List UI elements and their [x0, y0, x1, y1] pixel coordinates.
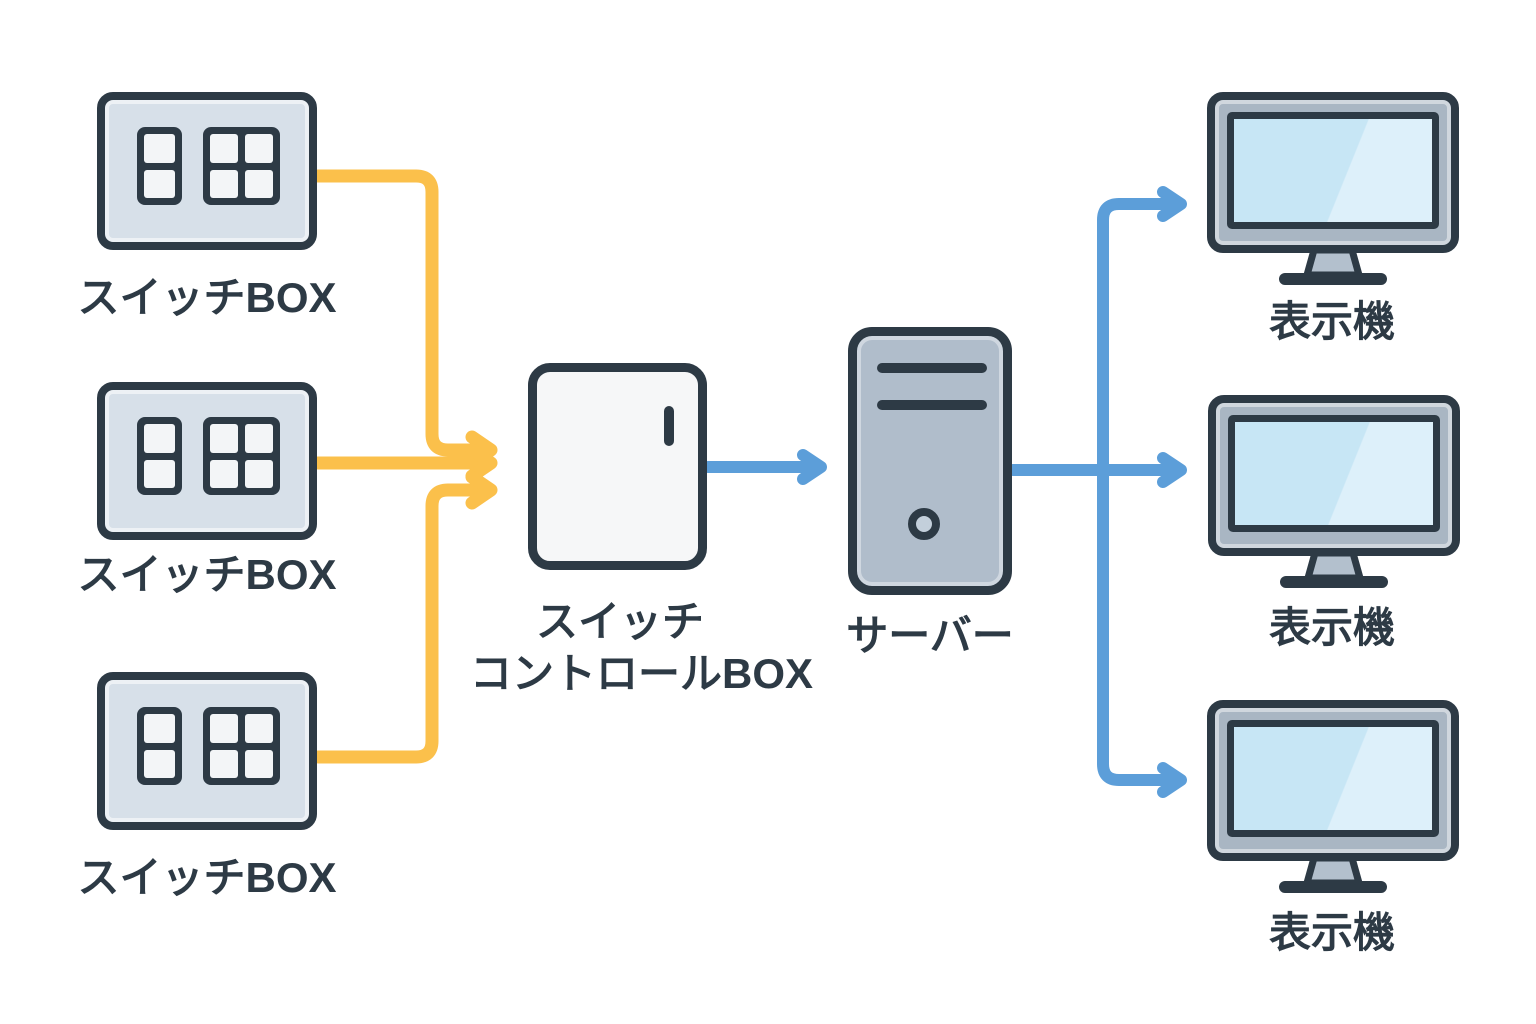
switch-cell — [144, 169, 175, 198]
arrow-server-to-display3 — [1097, 462, 1187, 798]
switch-panel-2cell-icon — [137, 417, 182, 495]
display-2-icon — [1208, 395, 1460, 556]
control-box-icon — [528, 363, 707, 570]
switch-cell — [210, 169, 238, 198]
switch-cell — [245, 134, 273, 163]
switch-cell — [210, 749, 238, 778]
server-icon — [848, 327, 1012, 595]
control-box-label-line2: コントロールBOX — [470, 650, 814, 697]
switch-box-1-icon — [97, 92, 317, 250]
switch-cell — [210, 134, 238, 163]
switch-cell — [245, 749, 273, 778]
switch-box-1-label: スイッチBOX — [77, 274, 337, 321]
display-1-label: 表示機 — [1268, 298, 1395, 345]
display-1-stand-icon — [1279, 246, 1387, 285]
switch-panel-4cell-icon — [203, 707, 280, 785]
switch-cell — [144, 714, 175, 743]
display-2-screen — [1228, 415, 1440, 532]
switch-cell — [144, 424, 175, 453]
display-2-label: 表示機 — [1268, 604, 1395, 651]
switch-cell — [210, 714, 238, 743]
arrow-server-to-display1 — [1097, 186, 1187, 478]
control-box-label: スイッチ コントロールBOX — [470, 596, 814, 700]
switch-cell — [144, 459, 175, 488]
display-1-icon — [1207, 92, 1459, 253]
display-2-stand-icon — [1280, 549, 1388, 588]
switch-panel-4cell-icon — [203, 417, 280, 495]
switch-box-2-label: スイッチBOX — [77, 551, 337, 598]
switch-cell — [210, 424, 238, 453]
server-power-button-icon — [908, 508, 940, 540]
server-label: サーバー — [846, 612, 1014, 659]
switch-panel-2cell-icon — [137, 707, 182, 785]
switch-cell — [144, 134, 175, 163]
switch-cell — [210, 459, 238, 488]
server-vent-bar-icon — [877, 400, 987, 410]
server-vent-bar-icon — [877, 363, 987, 373]
switch-panel-2cell-icon — [137, 127, 182, 205]
switch-cell — [245, 424, 273, 453]
switch-panel-4cell-icon — [203, 127, 280, 205]
display-3-label: 表示機 — [1268, 909, 1395, 956]
switch-cell — [245, 459, 273, 488]
switch-cell — [144, 749, 175, 778]
display-3-screen — [1227, 720, 1439, 837]
arrow-switch3-to-control — [311, 470, 498, 764]
switch-box-3-label: スイッチBOX — [77, 854, 337, 901]
switch-box-2-icon — [97, 382, 317, 540]
control-box-label-line1: スイッチ — [535, 598, 704, 645]
control-box-handle-icon — [664, 406, 674, 446]
display-3-stand-icon — [1279, 854, 1387, 893]
display-3-icon — [1207, 700, 1459, 861]
display-1-screen — [1227, 112, 1439, 229]
switch-cell — [245, 714, 273, 743]
switch-cell — [245, 169, 273, 198]
arrow-switch1-to-control — [311, 169, 498, 470]
switch-box-3-icon — [97, 672, 317, 830]
